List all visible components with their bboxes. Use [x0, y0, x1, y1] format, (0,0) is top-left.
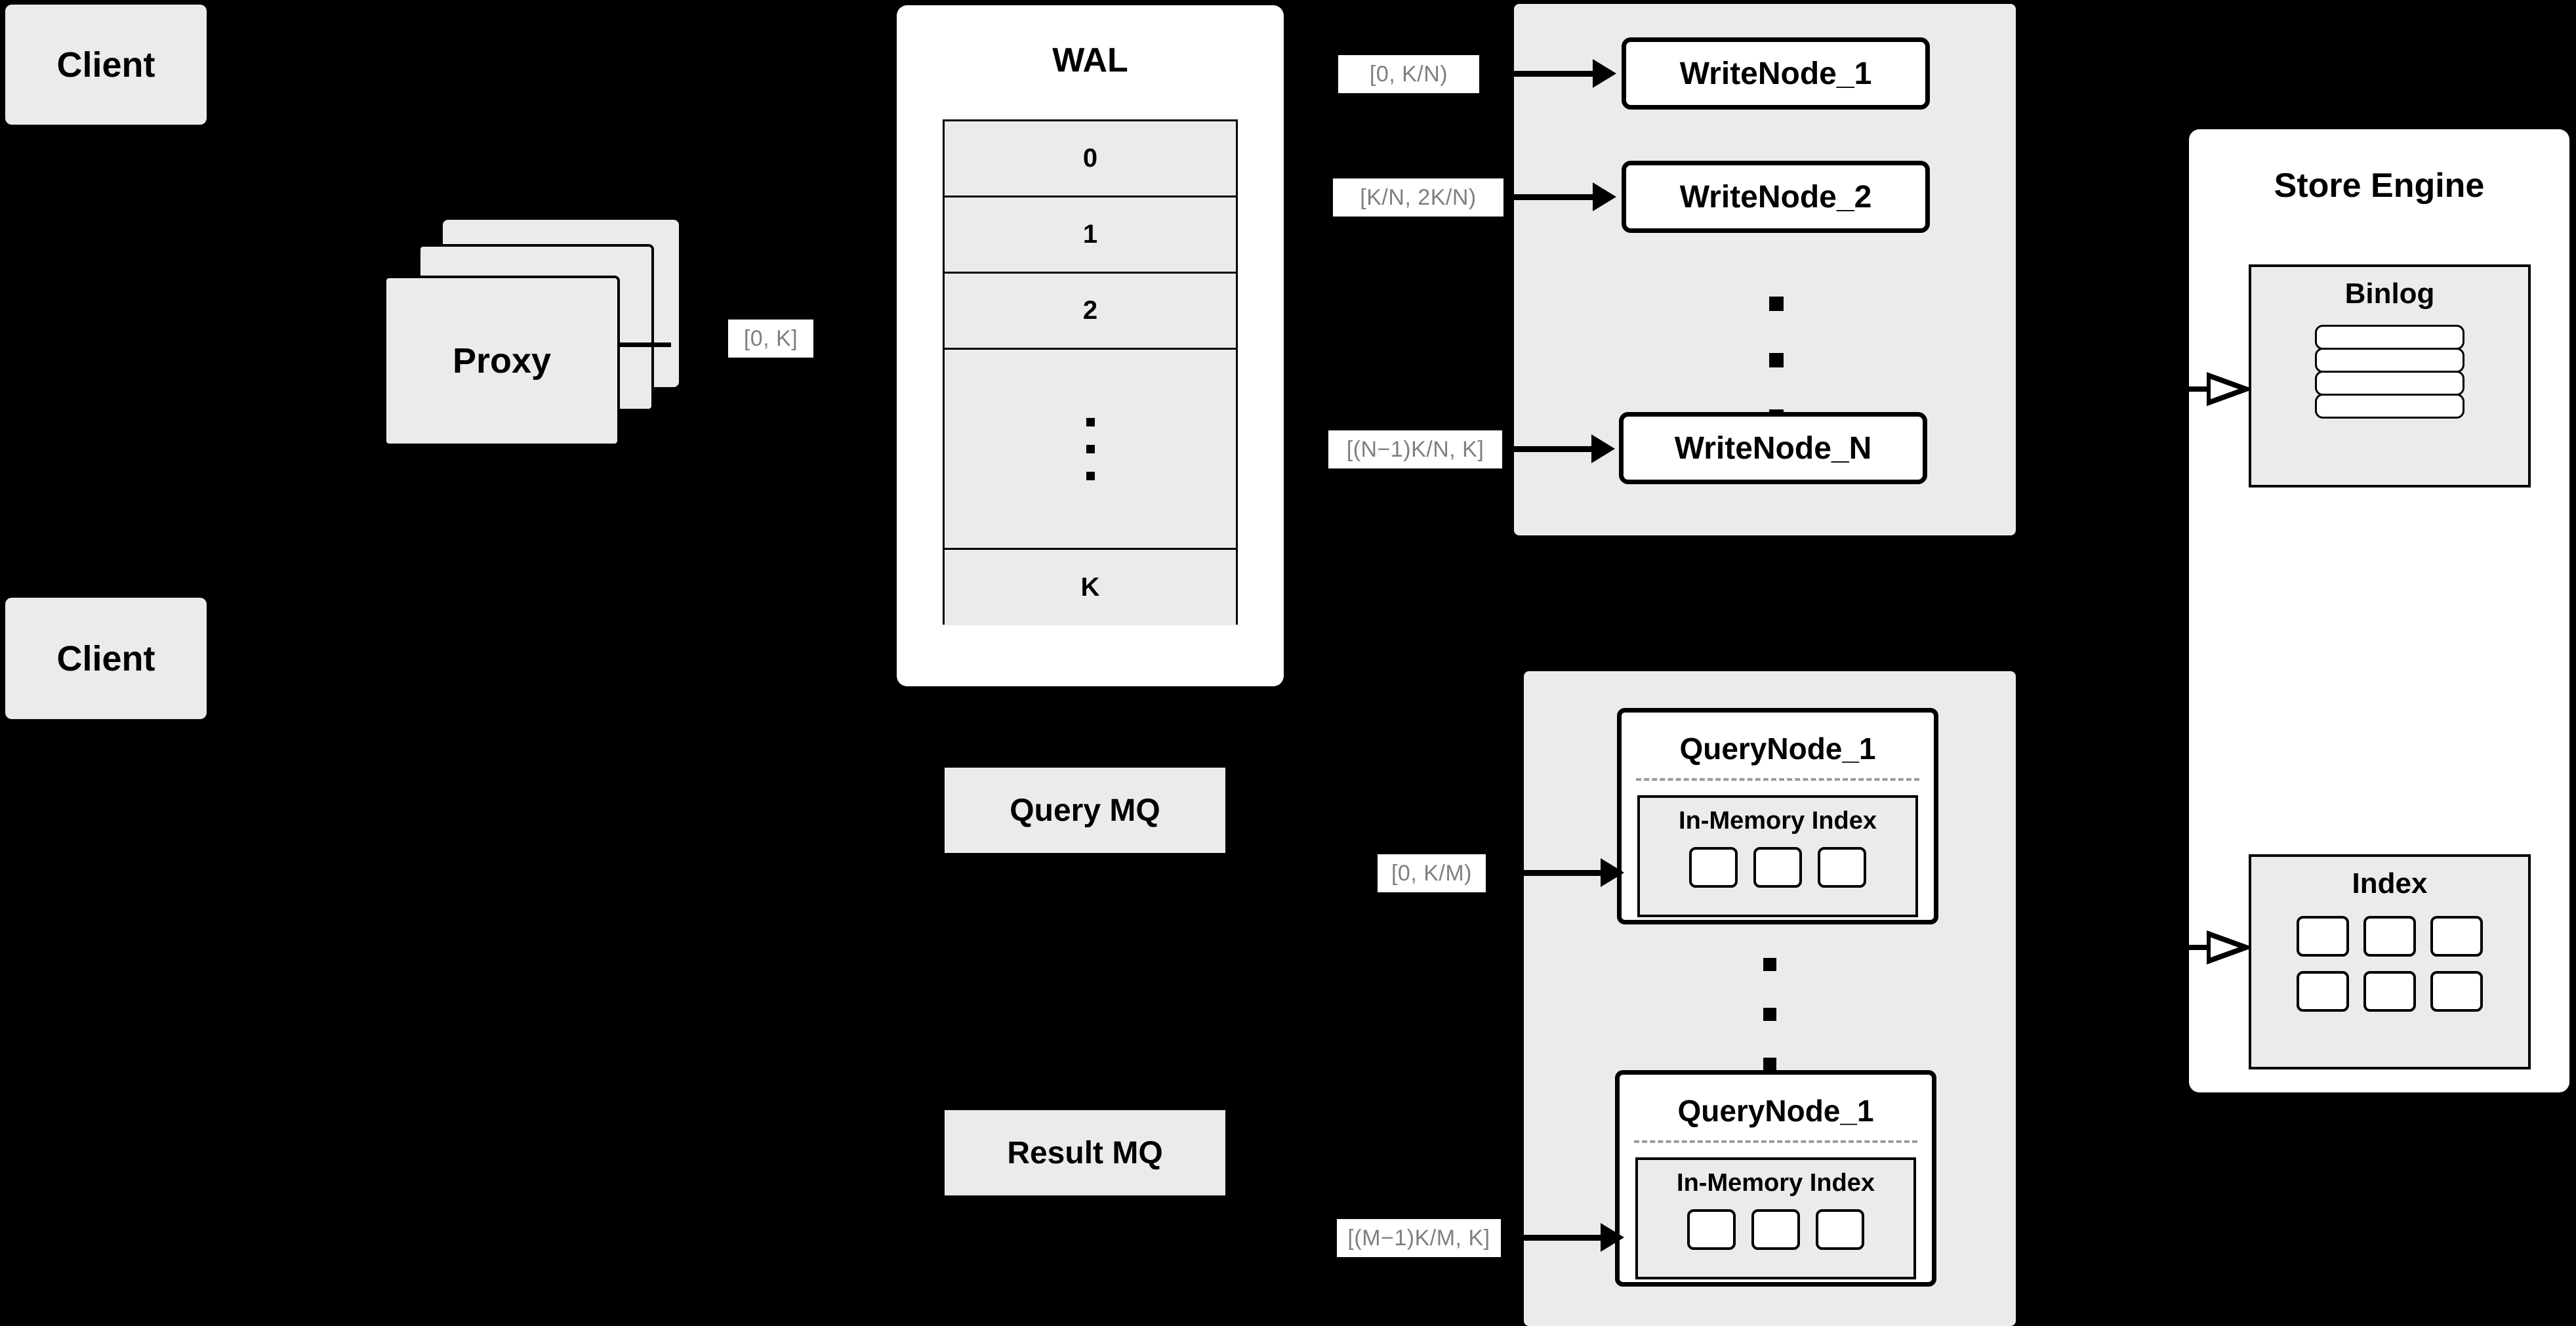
- write-node-label: WriteNode_N: [1674, 430, 1872, 466]
- write-node-1-range-label: [0, K/N): [1338, 55, 1479, 93]
- write-node-2-range-label: [K/N, 2K/N): [1333, 178, 1503, 217]
- client-label: Client: [56, 45, 155, 85]
- arrow-line-query-2: [1523, 1235, 1602, 1241]
- arrow-head-query-1: [1601, 858, 1624, 887]
- arrow-head-write-1: [1593, 59, 1616, 88]
- in-memory-index-title: In-Memory Index: [1679, 807, 1877, 835]
- index-segment: [1687, 1209, 1736, 1250]
- store-engine-title: Store Engine: [2274, 167, 2485, 205]
- query-mq-label: Query MQ: [1010, 793, 1160, 828]
- client-label: Client: [56, 638, 155, 678]
- proxy-range-label: [0, K]: [728, 320, 813, 358]
- in-memory-index-box: In-Memory Index: [1637, 795, 1918, 917]
- write-node-n[interactable]: WriteNode_N: [1619, 412, 1927, 484]
- binlog-box: Binlog: [2249, 264, 2531, 487]
- query-node-divider: [1634, 1140, 1917, 1143]
- arrow-line-write-1: [1509, 71, 1594, 77]
- query-node-label: QueryNode_1: [1679, 732, 1876, 766]
- arrow-line-write-2: [1509, 194, 1594, 200]
- write-node-label: WriteNode_2: [1679, 179, 1872, 215]
- wal-row: 2: [945, 274, 1236, 350]
- wal-row: 0: [945, 121, 1236, 197]
- arrow-head-open-index: [2207, 930, 2249, 964]
- binlog-entry: [2315, 371, 2464, 396]
- query-node-label-wrap: QueryNode_1: [1620, 1093, 1932, 1129]
- query-node-divider: [1636, 778, 1919, 781]
- in-memory-index-title: In-Memory Index: [1677, 1169, 1875, 1197]
- write-node-1[interactable]: WriteNode_1: [1622, 37, 1930, 110]
- arrow-line-index: [2184, 945, 2208, 950]
- query-node-label-wrap: QueryNode_1: [1622, 731, 1934, 766]
- index-entry: [2297, 971, 2349, 1012]
- wal-title: WAL: [1052, 41, 1128, 79]
- arrow-head-query-2: [1601, 1223, 1624, 1252]
- binlog-entry: [2315, 325, 2464, 350]
- index-entry: [2363, 971, 2416, 1012]
- wal-row: 1: [945, 197, 1236, 274]
- in-memory-index-box: In-Memory Index: [1635, 1157, 1916, 1279]
- index-entry: [2430, 916, 2483, 957]
- write-node-label: WriteNode_1: [1679, 56, 1872, 91]
- result-mq-node[interactable]: Result MQ: [945, 1110, 1225, 1195]
- write-node-2[interactable]: WriteNode_2: [1622, 161, 1930, 233]
- index-segment: [1818, 847, 1866, 888]
- query-cluster-ellipsis-icon: [1762, 940, 1778, 1089]
- query-node-2[interactable]: QueryNode_1 In-Memory Index: [1615, 1070, 1936, 1287]
- query-node-2-range-label: [(M−1)K/M, K]: [1337, 1219, 1501, 1257]
- proxy-connector-stub: [620, 342, 671, 347]
- store-index-box: Index: [2249, 854, 2531, 1069]
- arrow-head-write-2: [1593, 182, 1616, 211]
- arrow-head-open-binlog: [2207, 372, 2249, 406]
- write-node-n-range-label: [(N−1)K/N, K]: [1328, 430, 1502, 468]
- vertical-ellipsis-icon: [1086, 409, 1095, 489]
- wal-row-ellipsis: [945, 350, 1236, 550]
- query-node-1[interactable]: QueryNode_1 In-Memory Index: [1617, 708, 1938, 924]
- index-entry: [2363, 916, 2416, 957]
- client-node-1[interactable]: Client: [5, 5, 207, 125]
- index-segment: [1689, 847, 1738, 888]
- result-mq-label: Result MQ: [1007, 1135, 1163, 1171]
- index-segment: [1753, 847, 1802, 888]
- query-node-label: QueryNode_1: [1677, 1094, 1874, 1128]
- index-entry: [2297, 916, 2349, 957]
- wal-row: K: [945, 550, 1236, 625]
- client-node-2[interactable]: Client: [5, 598, 207, 719]
- arrow-line-write-n: [1507, 446, 1593, 452]
- wal-table: 0 1 2 K: [943, 119, 1238, 625]
- arrow-line-query-1: [1523, 870, 1602, 876]
- arrow-line-binlog: [2184, 386, 2208, 392]
- proxy-node[interactable]: Proxy: [384, 276, 620, 446]
- binlog-entry: [2315, 348, 2464, 373]
- query-mq-node[interactable]: Query MQ: [945, 768, 1225, 853]
- arrow-head-write-n: [1591, 434, 1615, 463]
- index-entry: [2430, 971, 2483, 1012]
- binlog-entry: [2315, 394, 2464, 419]
- proxy-label: Proxy: [452, 341, 552, 381]
- index-segment: [1816, 1209, 1864, 1250]
- binlog-title: Binlog: [2344, 278, 2435, 310]
- query-node-1-range-label: [0, K/M): [1378, 854, 1486, 892]
- index-segment: [1751, 1209, 1800, 1250]
- store-index-title: Index: [2352, 867, 2428, 900]
